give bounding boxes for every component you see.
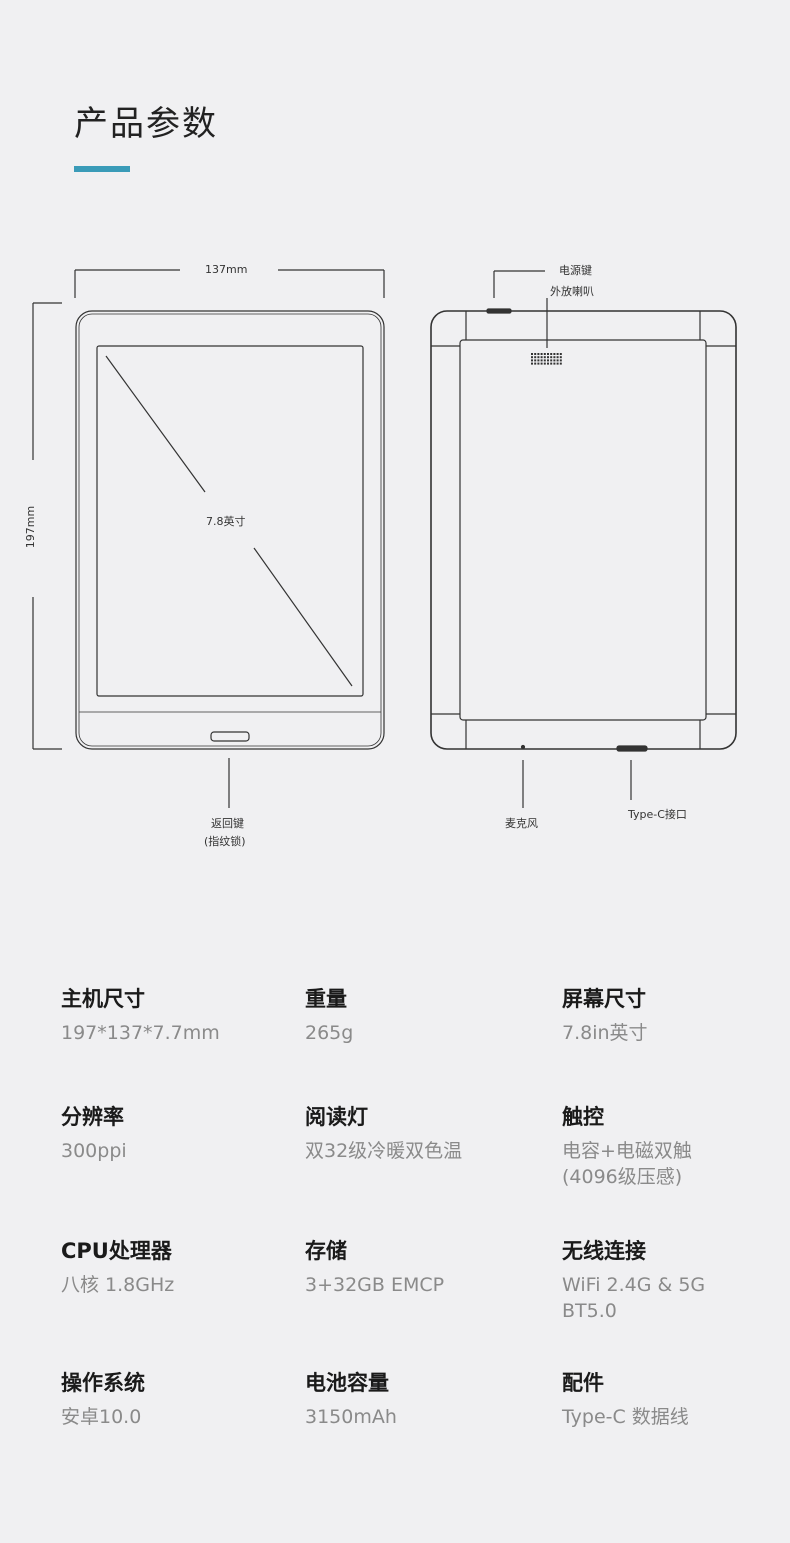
width-label: 137mm — [205, 263, 248, 276]
spec-value: 300ppi — [61, 1138, 127, 1164]
front-device-body — [75, 310, 385, 750]
speaker-label: 外放喇叭 — [550, 285, 594, 298]
back-device-body — [430, 310, 737, 750]
home-button-label: 返回键 — [211, 817, 244, 830]
spec-value: 7.8in英寸 — [562, 1020, 648, 1046]
spec-value-line: 电容+电磁双触 — [562, 1140, 692, 1162]
type-c-port — [616, 745, 648, 752]
mic-label: 麦克风 — [505, 817, 538, 830]
spec-value-line: (4096级压感) — [562, 1166, 683, 1188]
spec-value-line: 双32级冷暖双色温 — [305, 1140, 463, 1162]
title-accent-bar — [74, 166, 130, 172]
home-button-sublabel: (指纹锁) — [204, 835, 246, 848]
width-dimension — [74, 269, 385, 298]
spec-value: 八核 1.8GHz — [61, 1272, 174, 1298]
spec-title: 阅读灯 — [305, 1105, 368, 1129]
spec-value-line: 安卓10.0 — [61, 1406, 142, 1428]
power-button-label: 电源键 — [559, 264, 592, 277]
spec-title: 分辨率 — [61, 1105, 124, 1129]
spec-title: 存储 — [305, 1239, 347, 1263]
type-c-port-label: Type-C接口 — [628, 808, 687, 821]
height-dimension — [32, 302, 62, 750]
spec-value-line: 7.8in英寸 — [562, 1022, 648, 1044]
page-title: 产品参数 — [74, 104, 218, 144]
spec-value: Type-C 数据线 — [562, 1404, 689, 1430]
screen-size-label: 7.8英寸 — [206, 515, 246, 528]
spec-title: CPU处理器 — [61, 1239, 172, 1263]
spec-title: 触控 — [562, 1105, 604, 1129]
spec-value: 电容+电磁双触 (4096级压感) — [562, 1138, 692, 1190]
spec-value-line: 300ppi — [61, 1140, 127, 1162]
back-panel — [459, 339, 707, 721]
spec-value-line: Type-C 数据线 — [562, 1406, 689, 1428]
spec-value: 3+32GB EMCP — [305, 1272, 444, 1298]
height-label: 197mm — [24, 505, 38, 549]
spec-value: WiFi 2.4G & 5G BT5.0 — [562, 1272, 705, 1324]
spec-value: 安卓10.0 — [61, 1404, 141, 1430]
spec-value-line: 265g — [305, 1022, 354, 1044]
spec-value-line: 3+32GB EMCP — [305, 1274, 445, 1296]
power-button — [486, 308, 512, 314]
spec-title: 主机尺寸 — [61, 987, 145, 1011]
spec-value: 197*137*7.7mm — [61, 1020, 220, 1046]
spec-value-line: 八核 1.8GHz — [61, 1274, 175, 1296]
spec-value: 双32级冷暖双色温 — [305, 1138, 462, 1164]
spec-value-line: BT5.0 — [562, 1300, 617, 1322]
device-diagram — [32, 269, 737, 808]
front-screen — [96, 345, 364, 697]
spec-value-line: 197*137*7.7mm — [61, 1022, 220, 1044]
spec-value: 265g — [305, 1020, 353, 1046]
spec-title: 操作系统 — [61, 1371, 145, 1395]
spec-value-line: 3150mAh — [305, 1406, 397, 1428]
home-button — [210, 731, 250, 742]
spec-title: 配件 — [562, 1371, 604, 1395]
spec-value-line: WiFi 2.4G & 5G — [562, 1274, 706, 1296]
spec-title: 无线连接 — [562, 1239, 646, 1263]
front-device-inner — [78, 313, 382, 747]
speaker-grille — [531, 353, 562, 365]
mic-hole — [520, 744, 526, 750]
spec-value: 3150mAh — [305, 1404, 397, 1430]
spec-title: 重量 — [305, 987, 347, 1011]
spec-title: 电池容量 — [305, 1371, 389, 1395]
spec-title: 屏幕尺寸 — [562, 987, 646, 1011]
